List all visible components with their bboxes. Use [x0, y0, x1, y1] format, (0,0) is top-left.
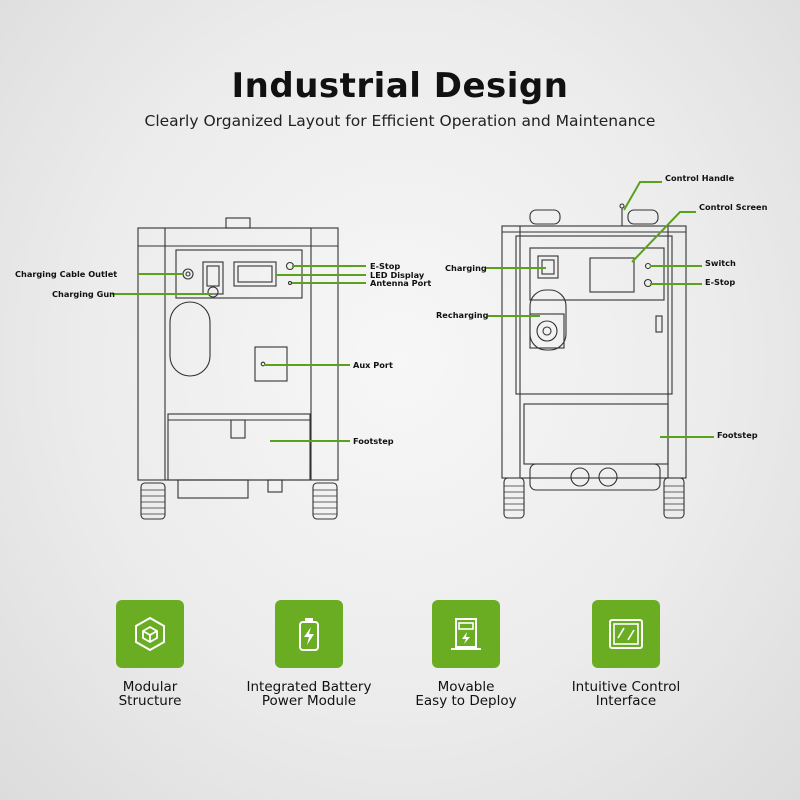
label-led-display: LED Display — [370, 270, 425, 280]
front-view-leaders — [112, 265, 366, 442]
feature-tile — [432, 600, 500, 668]
feature-line1: Movable — [437, 679, 495, 695]
feature-tile — [275, 600, 343, 668]
feature-tile — [592, 600, 660, 668]
label-charging-gun: Charging Gun — [52, 289, 115, 299]
label-footstep-front: Footstep — [353, 436, 394, 446]
feature-tile — [116, 600, 184, 668]
feature-intuitive-control: Intuitive Control Interface — [531, 600, 721, 708]
rear-view-drawing — [501, 203, 687, 519]
page-subtitle: Clearly Organized Layout for Efficient O… — [144, 112, 656, 130]
feature-modular-structure: Modular Structure — [55, 600, 245, 708]
cube-icon — [135, 616, 165, 652]
feature-line1: Intuitive Control — [571, 679, 681, 695]
screen-icon — [609, 619, 643, 649]
label-control-handle: Control Handle — [665, 173, 735, 183]
label-recharging: Recharging — [436, 310, 489, 320]
label-charging-cable-outlet: Charging Cable Outlet — [15, 269, 117, 279]
feature-line2: Easy to Deploy — [415, 693, 517, 709]
label-switch: Switch — [705, 258, 736, 268]
battery-icon — [299, 618, 319, 651]
label-charging: Charging — [445, 263, 487, 273]
feature-integrated-battery: Integrated Battery Power Module — [214, 600, 404, 708]
label-aux-port: Aux Port — [353, 360, 393, 370]
label-antenna-port: Antenna Port — [370, 278, 431, 288]
feature-line2: Structure — [118, 693, 182, 709]
label-footstep-rear: Footstep — [717, 430, 758, 440]
label-e-stop-rear: E-Stop — [705, 277, 735, 287]
feature-line2: Power Module — [261, 693, 357, 709]
feature-line1: Modular — [122, 679, 178, 695]
rear-view-leaders — [486, 181, 714, 438]
front-view-drawing — [137, 217, 339, 520]
label-e-stop-front: E-Stop — [370, 261, 400, 271]
feature-line2: Interface — [595, 693, 657, 709]
feature-line1: Integrated Battery — [246, 679, 372, 695]
page-title: Industrial Design — [231, 66, 569, 106]
charging-station-icon — [451, 618, 481, 650]
label-control-screen: Control Screen — [699, 202, 768, 212]
feature-movable: Movable Easy to Deploy — [371, 600, 561, 708]
